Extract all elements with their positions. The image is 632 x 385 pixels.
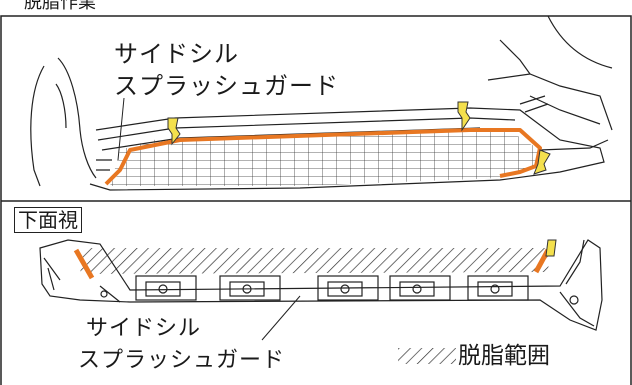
yellow-markers — [167, 101, 551, 175]
frame-lines — [0, 15, 632, 385]
bottom-view-title: 下面視 — [14, 207, 82, 233]
bottom-yellow-marker — [545, 239, 557, 257]
clip-housings — [100, 275, 579, 305]
bottom-degrease-hatch — [80, 248, 550, 274]
side-orange-boundary — [104, 128, 542, 186]
side-part-label-line2: スプラッシュガード — [114, 72, 339, 100]
side-leader-line — [117, 97, 125, 161]
legend-hatch-swatch — [398, 348, 456, 364]
bottom-view-drawing — [39, 239, 603, 331]
legend-label: 脱脂範囲 — [458, 343, 550, 369]
header-partial-label: 脱脂作業 — [24, 0, 96, 13]
bottom-part-label-line1: サイドシル — [86, 316, 202, 341]
bottom-leader-line — [261, 295, 301, 341]
side-part-label-line1: サイドシル — [114, 40, 239, 68]
bottom-part-label-line2: スプラッシュガード — [78, 348, 286, 373]
